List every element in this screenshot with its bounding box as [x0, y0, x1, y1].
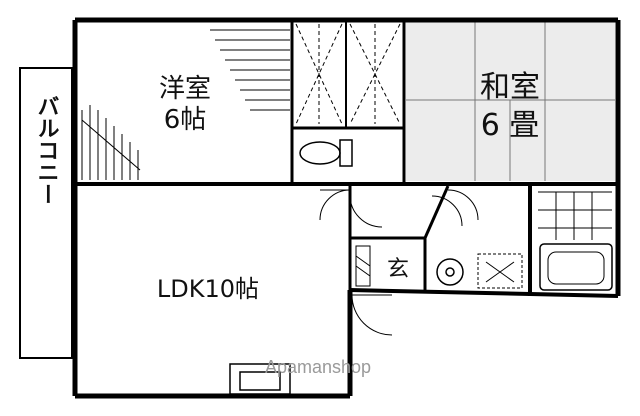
balcony: バルコニー	[19, 67, 73, 359]
ldk-label: LDK10帖	[157, 275, 259, 303]
entrance-label: 玄	[387, 257, 409, 282]
walls	[72, 17, 621, 399]
japanese-room-label-2: 6 畳	[481, 108, 540, 143]
watermark: Apamanshop	[265, 357, 371, 377]
western-room-label-2: 6帖	[164, 105, 207, 135]
door-swings	[319, 189, 479, 336]
closet-marks	[295, 23, 401, 125]
kitchen-sink	[229, 363, 291, 395]
washing-machine-space	[477, 253, 523, 289]
shoe-cabinet	[355, 245, 371, 287]
washbasin	[436, 258, 464, 286]
japanese-room-label-1: 和室	[480, 70, 540, 105]
tatami-lines	[406, 22, 615, 181]
bathroom	[538, 191, 613, 291]
balcony-label: バルコニー	[34, 95, 59, 205]
toilet	[299, 139, 353, 167]
western-room-label-1: 洋室	[159, 74, 211, 104]
western-room-hatch	[81, 29, 290, 180]
